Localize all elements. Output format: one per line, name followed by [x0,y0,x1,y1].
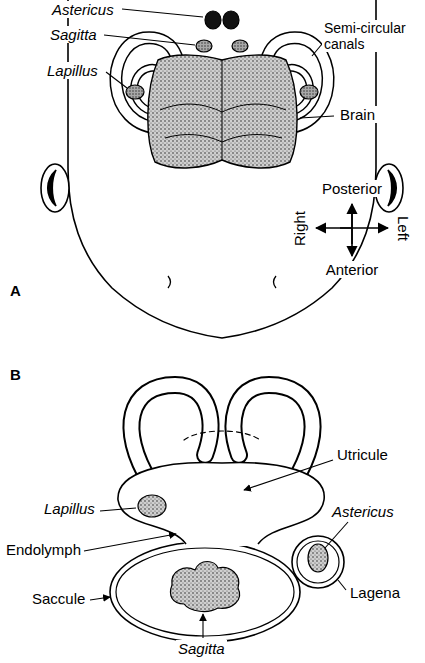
leader-arrow [84,460,348,638]
otolith [300,85,318,99]
lagena [292,536,344,588]
leader-line [104,35,195,45]
part-label: Brain [338,106,377,123]
otolith [223,11,239,29]
part-label: Saccule [30,590,87,607]
otolith [196,40,212,52]
lagena [292,536,344,588]
direction-label: Left [396,213,413,242]
saccule [110,542,300,642]
lagena [297,541,339,583]
part-label: Semi-circular canals [322,20,418,52]
sagitta-otolith [171,562,240,612]
leader-line [104,9,334,118]
part-label: Endolymph [4,541,83,558]
fish-eye [388,170,396,206]
utricule [138,495,166,517]
panel-letter: B [8,366,23,383]
leader-arrow [84,534,176,551]
saccule [110,542,300,642]
fish-head [168,276,276,288]
semicircular-canal [184,431,260,440]
brain [148,55,297,168]
leader-arrow [202,614,203,638]
direction-label: Right [292,208,309,247]
saccule [116,548,294,636]
fish-eye [48,170,56,206]
leader-line [106,72,127,88]
leader-arrow [325,522,348,548]
otolith [126,85,144,99]
otolith [205,11,221,29]
otolith-label: Lapillus [42,500,97,517]
otolith-label: Lapillus [45,62,100,79]
utricule [118,463,324,544]
leader-arrow [338,580,346,590]
leader-line [300,116,334,118]
otolith-label: Sagitta [48,26,99,43]
otolith-label: Astericus [50,1,116,18]
fish-eye [41,164,403,212]
fish-eye [41,164,69,212]
lagena [308,544,328,572]
compass-arrows [351,212,353,256]
part-label: Lagena [348,584,402,601]
compass-arrows [316,204,388,256]
leader-line [312,44,322,56]
otolith-label: Sagitta [176,640,227,657]
otolith [126,11,318,99]
utricule [118,463,324,546]
brain [160,60,286,160]
leader-arrow [90,597,110,600]
sagitta-otolith [171,562,240,612]
panel-letter: A [8,282,23,299]
otolith-label: Astericus [330,503,396,520]
utricule [118,463,324,546]
leader-arrow [244,460,333,490]
otolith [232,40,248,52]
leader-line [122,9,203,17]
compass-arrows [340,227,388,229]
direction-label: Anterior [324,261,381,278]
direction-label: Posterior [320,180,384,197]
part-label: Utricule [335,446,390,463]
brain [148,55,297,168]
leader-arrow [100,508,136,511]
